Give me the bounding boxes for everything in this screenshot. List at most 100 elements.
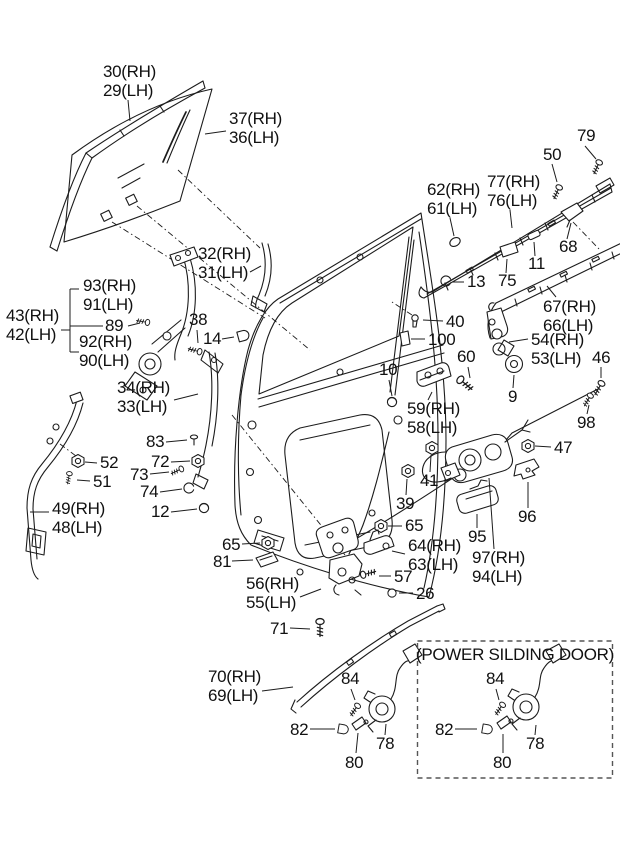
window-regulator [124,246,199,401]
label-79: 79 [577,126,597,160]
part-label: 39 [396,494,414,513]
part-label: 60 [457,347,475,366]
part-label: 56(RH) [246,574,299,593]
part-label: 61(LH) [427,199,477,218]
ferrule-80-inset [496,715,514,730]
part-label: 100 [428,330,455,349]
label-70-69: 70(RH) 69(LH) [208,667,294,705]
bracket-96 [513,458,540,480]
label-34-33: 34(RH) 33(LH) [117,378,199,416]
label-83: 83 [146,432,188,451]
label-82-inset: 82 [435,720,477,739]
label-78-inset: 78 [526,724,545,753]
part-label: 75 [498,271,516,290]
label-73: 73 [130,465,170,484]
part-label: 40 [446,312,464,331]
screw-79 [590,158,604,176]
side-weatherstrip [25,391,84,580]
label-11: 11 [528,241,545,273]
screw-84 [347,701,363,718]
grommet-26 [387,588,397,598]
part-label: 49(RH) [52,499,105,518]
roller-9 [504,354,524,374]
bolt-38 [186,345,204,356]
part-label: 42(LH) [6,325,56,344]
label-81: 81 [213,552,254,571]
part-label: 96 [518,507,536,526]
grommet-12 [197,501,211,515]
nut-72 [191,453,205,469]
label-13: 13 [452,272,486,291]
label-93-91: 93(RH) 91(LH) [83,276,136,314]
part-label: 30(RH) [103,62,156,81]
label-46: 46 [592,348,611,378]
part-label: 68 [559,237,577,256]
glass-run-weatherstrip [49,80,206,252]
part-label: 53(LH) [531,349,581,368]
part-label: 98 [577,413,595,432]
part-label: 81 [213,552,231,571]
part-label: 62(RH) [427,180,480,199]
ring-74 [183,482,195,494]
remote-controller [422,429,531,484]
part-label: 84 [486,669,504,688]
bracket-68 [560,202,584,228]
label-60: 60 [457,347,476,379]
part-label: 59(RH) [407,399,460,418]
part-label: 55(LH) [246,593,296,612]
label-100: 100 [411,330,456,349]
part-label: 83 [146,432,164,451]
label-74: 74 [140,482,183,501]
label-78-main: 78 [376,723,395,753]
part-label: 57 [394,567,412,586]
label-40: 40 [422,312,465,331]
run-channel [250,242,272,313]
nut-65-left [261,535,275,551]
part-label: 79 [577,126,595,145]
clip-14 [236,328,251,343]
label-95: 95 [468,514,487,546]
part-label: 12 [151,502,169,521]
label-50: 50 [543,145,562,183]
label-98: 98 [577,404,596,432]
part-label: 37(RH) [229,109,282,128]
screw-98 [581,391,595,408]
part-label: 26 [416,584,434,603]
part-label: 29(LH) [103,81,153,100]
label-84-main: 84 [341,669,360,701]
part-label: 80 [493,753,511,772]
glass-clip [100,193,138,222]
pin-83 [189,434,199,446]
part-label: 11 [528,254,545,273]
part-label: 51 [93,472,111,491]
part-label: 65 [222,535,240,554]
screw-51 [64,470,74,485]
label-10: 10 [379,360,398,397]
part-label: 65 [405,516,423,535]
label-96: 96 [518,482,537,526]
part-label: 52 [100,453,118,472]
label-89: 89 [105,316,141,335]
part-label: 43(RH) [6,306,59,325]
label-47: 47 [534,438,573,457]
label-72: 72 [151,452,191,471]
part-label: 66(LH) [543,316,593,335]
part-label: 76(LH) [487,191,537,210]
label-92-90: 92(RH) 90(LH) [79,332,132,370]
label-80-inset: 80 [493,734,512,772]
part-label: 9 [508,387,517,406]
label-37-36: 37(RH) 36(LH) [204,109,282,147]
grommet-10 [385,395,399,409]
part-label: 34(RH) [117,378,170,397]
pad-11 [527,229,541,241]
door-glass [63,88,213,243]
inset-box-title: (POWER SILDING DOOR) [416,645,614,664]
part-label: 93(RH) [83,276,136,295]
regulator-motor [124,352,162,401]
part-label: 38 [189,310,207,329]
part-label: 74 [140,482,158,501]
door-panel [234,212,447,598]
nut-39 [401,463,415,479]
screw-46 [591,378,607,398]
part-label: 58(LH) [407,418,457,437]
